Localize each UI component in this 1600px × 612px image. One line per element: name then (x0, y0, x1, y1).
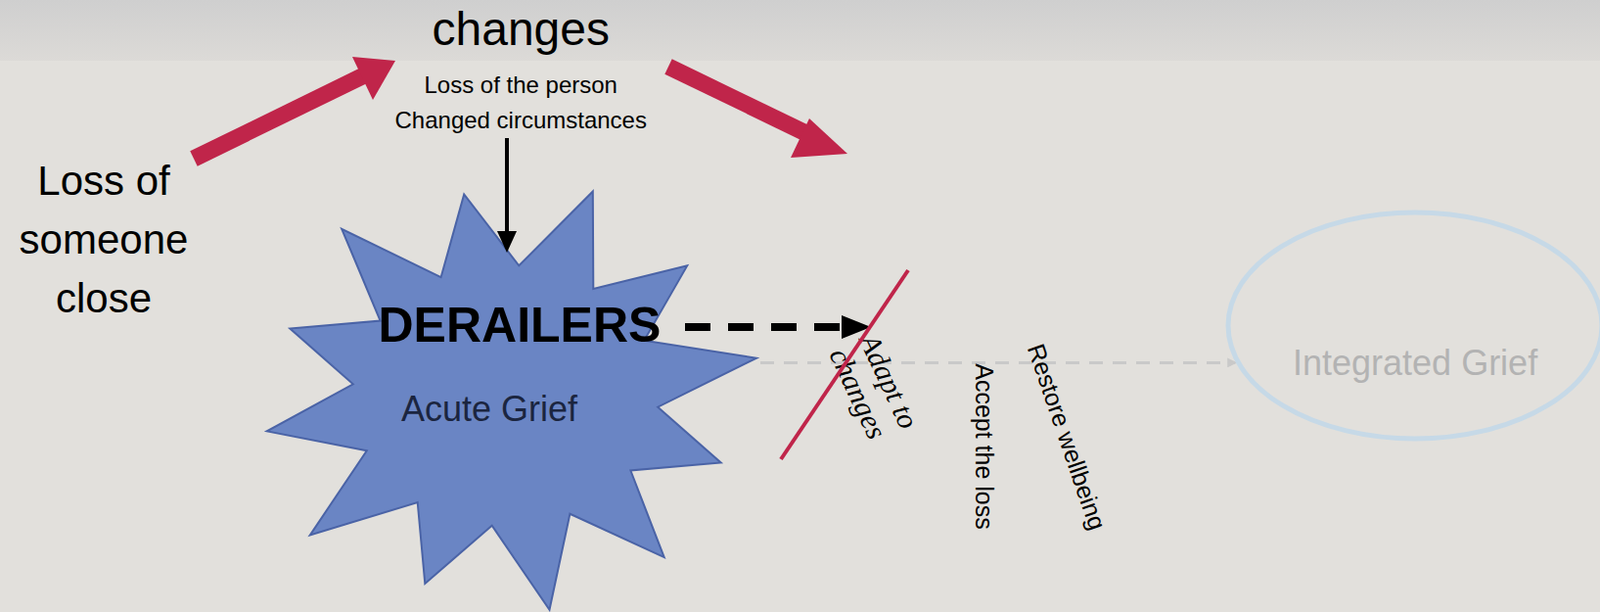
heading-text: changes (432, 0, 610, 58)
red-arrow (193, 56, 396, 159)
dashed-arrow (685, 315, 871, 339)
annotation-label: Loss of the person (424, 70, 618, 99)
node-text: Integrated Grief (1292, 341, 1538, 384)
dashed-connector (760, 361, 1235, 365)
ellipse-node: Integrated Grief (1225, 209, 1600, 442)
annotation-label: Accept the loss (969, 363, 1000, 530)
node-text: DERAILERS (378, 295, 662, 355)
black-arrow (497, 137, 517, 253)
node-text: Acute Grief (401, 387, 578, 430)
red-arrow (668, 66, 848, 158)
annotation-label: Restore wellbeing (1020, 339, 1112, 534)
annotation-label: Adapt to changes (822, 328, 938, 473)
annotation-label: Loss of someone close (0, 151, 210, 328)
starburst-node: DERAILERS Acute Grief (250, 168, 761, 612)
strike-line (780, 270, 909, 459)
annotation-label: Changed circumstances (395, 105, 647, 135)
header-band (0, 0, 1600, 61)
ellipse-shape (1225, 209, 1600, 442)
